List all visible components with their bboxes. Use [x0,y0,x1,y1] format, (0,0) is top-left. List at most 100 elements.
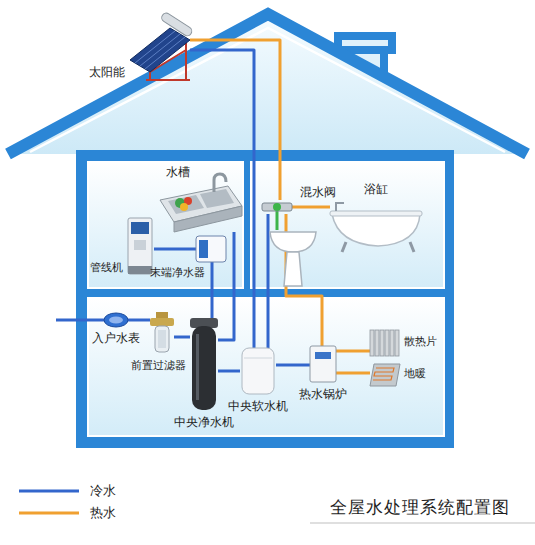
appliance-label: 散热片 [404,336,437,349]
title-rule [310,523,535,524]
meter-dial [109,317,123,324]
filter-head [150,318,174,326]
water-pipe [267,214,270,348]
chimney-cap [338,36,392,50]
legend-line [19,490,79,493]
legend-text: 冷水 [90,482,116,500]
appliance-label: 管线机 [90,262,123,275]
radiator-fin [390,330,394,356]
roof-fill [8,14,527,154]
water-pipe [154,248,196,251]
appliance-label: 中央净水机 [174,416,234,430]
roof-band [8,14,527,154]
solar-tank [160,11,193,37]
mixed-water-pipe [276,211,279,230]
appliance-label: 地暖 [404,368,426,381]
appliance-label: 热水锅炉 [299,388,347,402]
sink-bowl [200,189,234,208]
sink-faucet [214,174,226,192]
water-pipe [174,336,190,339]
radiator-fin [385,330,389,356]
appliance-node: 中央软水机 [240,348,276,394]
radiator-fin [380,330,384,356]
legend-row: 热水 [18,504,116,522]
bathtub-body [332,214,420,246]
legend-sample [18,507,80,519]
appliance-node: 浴缸 [330,200,422,252]
washbasin-bowl [270,232,316,252]
appliance-node: 热水锅炉 [310,346,336,382]
water-pipe [211,262,214,320]
appliance-label: 混水阀 [300,186,336,200]
appliance-node: 散热片 [370,330,400,356]
appliance-node: 入户水表 [104,313,128,327]
appliance-node: 水槽 [160,182,242,232]
softener-lid [244,358,272,359]
boiler-body [310,346,336,382]
legend-line [19,512,79,515]
water-pipe [336,350,370,353]
appliance-label: 太阳能 [89,66,125,80]
roof-inner-line [30,28,505,152]
water-pipe [128,319,150,322]
solar-panel [130,28,190,72]
legend-row: 冷水 [18,482,116,500]
dispenser-panel [131,222,149,234]
appliance-node: 中央净水机 [190,320,218,410]
mixing-valve [262,203,292,211]
floor-heating-coil [373,368,394,380]
water-pipe [292,206,330,209]
house-walls [76,150,454,448]
appliance-node: 前置过滤器 [150,312,174,354]
appliance-node: 混水阀 [262,200,292,214]
water-pipe [276,364,310,367]
appliance-label: 前置过滤器 [131,360,186,373]
radiator-fin [395,330,399,356]
floor-heating-slab [370,364,400,386]
appliance-node: 地暖 [370,364,400,386]
boiler-display [315,352,331,359]
filter-core [158,330,166,348]
water-pipe [336,372,370,375]
purifier-panel [199,240,208,258]
appliance-node: 管线机 [126,218,154,274]
vegetable [180,203,188,211]
dispenser-body [128,218,152,274]
radiator-fin [375,330,379,356]
bathtub-faucet [336,203,344,211]
legend-text: 热水 [90,504,116,522]
basement-room [88,298,444,436]
radiator-fin [370,330,374,356]
appliance-label: 浴缸 [364,183,388,197]
water-meter [104,313,128,327]
water-pipe [190,40,280,200]
diagram-title: 全屋水处理系统配置图 [330,496,510,519]
dispenser-base [128,266,152,274]
appliance-label: 中央软水机 [228,400,288,414]
tank-highlight [196,334,199,400]
appliance-label: 入户水表 [92,332,140,346]
inlet-pipe [56,319,104,322]
appliance-node: 太阳能 [128,22,190,80]
softener-cabinet [242,348,274,394]
kitchen-room [88,162,243,288]
valve-knob [273,203,281,211]
washbasin-pedestal [284,252,302,286]
sink-bowl [168,195,204,214]
appliance-node: 末端净水器 [196,236,226,262]
dispenser-tap [134,240,146,250]
pipe-group [128,40,370,373]
bathtub-rim [330,211,422,216]
appliance-label: 水槽 [166,166,190,180]
tank-body [192,326,216,410]
water-pipe [218,370,240,373]
solar-tubes [135,31,185,69]
appliance-label: 末端净水器 [150,267,205,280]
